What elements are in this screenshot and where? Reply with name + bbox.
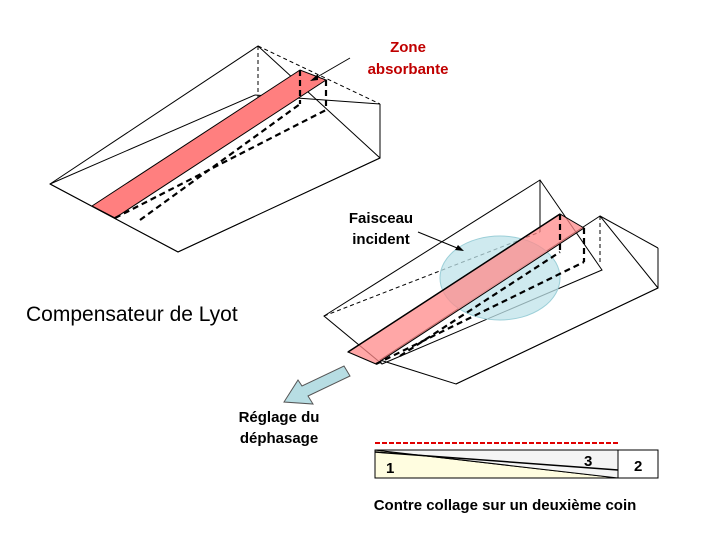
side-view-region-2	[617, 449, 659, 479]
back-wedge-hidden-rim	[323, 231, 541, 317]
absorbing-zone-label-line2: absorbante	[368, 61, 449, 78]
incident-beam-pointer	[417, 231, 463, 251]
diagram-title: Compensateur de Lyot	[26, 303, 238, 326]
absorbing-zone-label-line1: Zone	[390, 39, 426, 56]
side-view-caption: Contre collage sur un deuxième coin	[374, 497, 637, 514]
top-wedge-bottom-edge	[177, 157, 381, 253]
absorbing-zone-pointer-arrowhead	[310, 74, 318, 81]
side-view-region-3-label: 3	[584, 453, 592, 470]
side-view-region-2-label: 2	[634, 458, 642, 475]
absorbing-zone-pointer	[311, 57, 351, 81]
incident-beam-label: Faisceau incident	[349, 210, 464, 251]
phase-adjust-label-line2: déphasage	[240, 430, 318, 447]
bottom-strip-under-dash-2	[399, 251, 561, 357]
front-wedge-back-top	[599, 215, 659, 249]
side-view-interface	[374, 451, 619, 471]
top-absorbing-zone	[91, 69, 328, 219]
top-strip-under-dash-2	[139, 103, 301, 221]
bottom-assembly	[323, 179, 659, 385]
top-wedge	[49, 45, 381, 253]
top-wedge-rim	[49, 94, 256, 185]
phase-adjust-label-line1: Réglage du	[239, 409, 320, 426]
top-wedge-hidden-top	[257, 45, 381, 105]
side-view-region-1-label: 1	[386, 460, 394, 477]
front-wedge-bottom-edge	[455, 287, 659, 385]
bottom-strip-under-dash	[375, 261, 585, 365]
absorbing-zone-label: Zone absorbante	[310, 39, 448, 81]
incident-beam-label-line1: Faisceau	[349, 210, 413, 227]
incident-beam-label-line2: incident	[352, 231, 410, 248]
incident-beam-pointer-arrowhead	[455, 245, 464, 251]
side-view: 1 3 2	[374, 442, 659, 479]
phase-adjust-arrow	[283, 365, 351, 405]
bottom-strip-edge	[347, 213, 561, 353]
